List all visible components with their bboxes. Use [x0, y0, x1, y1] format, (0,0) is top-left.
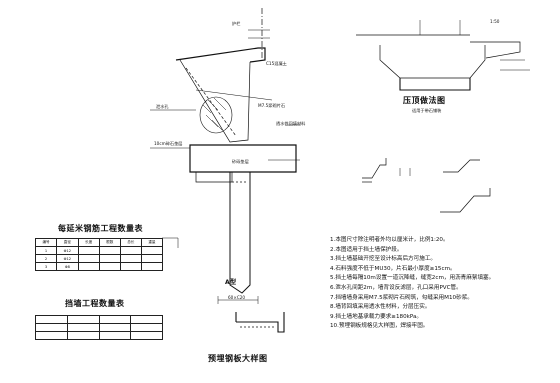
- table-cell: Φ8: [56, 262, 79, 271]
- m75-label: M7.5浆砌片石: [258, 103, 286, 108]
- sand-gravel-label: 砂砾垫层: [232, 159, 249, 164]
- table-cell: [98, 331, 132, 340]
- table-header: 编号: [34, 238, 58, 247]
- table-cell: 2: [34, 254, 58, 263]
- rebar-sketches: [362, 158, 491, 213]
- table-cell: [77, 254, 100, 263]
- note-line: 4.石料强度不低于MU30，片石最小厚度≥15cm。: [330, 265, 456, 272]
- table-cell: 1: [34, 246, 58, 255]
- table-cell: Φ12: [56, 246, 79, 255]
- plate-detail-title: 预埋钢板大样图: [208, 354, 268, 363]
- note-line: 2.本图适用于挡土墙保护段。: [330, 246, 403, 253]
- table-cell: [130, 331, 163, 340]
- table-cell: [66, 331, 100, 340]
- table-cell: 3: [34, 262, 58, 271]
- table-cell: [140, 246, 164, 255]
- table-cell: [77, 262, 100, 271]
- scale-label: 1:50: [490, 19, 500, 24]
- c15-label: C15混凝土: [266, 61, 287, 66]
- table-cell: [98, 323, 132, 332]
- section-dimension: 60×C20: [228, 295, 246, 300]
- table-header: [130, 315, 163, 324]
- table-header: [98, 315, 132, 324]
- notes-block: 1.本图尺寸除注明者外均以厘米计，比例1:20。 2.本图适用于挡土墙保护段。 …: [330, 236, 550, 332]
- table-row: 1 Φ12: [34, 246, 164, 255]
- note-line: 9.挡土墙地基承载力要求≥180kPa。: [330, 313, 423, 320]
- note-line: 3.挡土墙基础开挖至设计标高后方可施工。: [330, 256, 437, 263]
- table-cell: [140, 254, 164, 263]
- note-line: 10.预埋钢板规格见大样图，焊接牢固。: [330, 323, 429, 330]
- coping-subtitle: 适用于带石铺装: [412, 108, 442, 113]
- rebar-table: 编号 直径 长度 根数 总长 重量 1 Φ12 2 Φ12 3 Φ8: [34, 238, 164, 271]
- coping-detail-title: 压顶做法图: [403, 96, 446, 105]
- table-cell: [119, 254, 142, 263]
- table-header: 重量: [140, 238, 164, 247]
- table-cell: [98, 262, 121, 271]
- note-line: 8.墙背回填采用透水性材料，分层压实。: [330, 304, 431, 311]
- embedded-plate: [235, 312, 285, 333]
- note-line: 5.挡土墙每隔10m设置一道沉降缝，缝宽2cm，用沥青麻絮填塞。: [330, 275, 495, 282]
- table-header: 直径: [56, 238, 79, 247]
- table-cell: Φ12: [56, 254, 79, 263]
- wall-table-title: 挡墙工程数量表: [65, 299, 125, 308]
- note-line: 1.本图尺寸除注明者外均以厘米计，比例1:20。: [330, 237, 449, 243]
- table-header: [35, 315, 68, 324]
- table-header: 总长: [119, 238, 142, 247]
- table-cell: [98, 254, 121, 263]
- table-header: 长度: [77, 238, 100, 247]
- table-cell: [140, 262, 164, 271]
- guardrail-label: 护栏: [232, 21, 241, 26]
- wall-table: [35, 315, 163, 340]
- table-header: [66, 315, 100, 324]
- rebar-table-title: 每延米钢筋工程数量表: [58, 224, 143, 233]
- table-cell: [119, 262, 142, 271]
- table-row: [35, 323, 163, 332]
- table-row: 3 Φ8: [34, 262, 164, 271]
- table-cell: [77, 246, 100, 255]
- table-cell: [130, 323, 163, 332]
- coping-detail: [356, 20, 530, 91]
- table-cell: [35, 331, 68, 340]
- cushion-label: 10cm碎石垫层: [154, 141, 183, 146]
- wall-section: [150, 8, 300, 304]
- section-a-title: A型: [225, 279, 237, 286]
- table-cell: [98, 246, 121, 255]
- note-line: 6.泄水孔间距2m，墙背设反滤层，孔口采用PVC管。: [330, 284, 462, 291]
- table-row: [35, 331, 163, 340]
- note-line: 7.挡墙墙身采用M7.5浆砌片石砌筑，勾缝采用M10砂浆。: [330, 294, 473, 301]
- table-header: 根数: [98, 238, 121, 247]
- table-header-row: [35, 315, 163, 324]
- table-cell: [66, 323, 100, 332]
- table-header-row: 编号 直径 长度 根数 总长 重量: [34, 238, 164, 247]
- backfill-label: 透水性回填材料: [276, 121, 306, 126]
- drain-hole-label: 泄水孔: [156, 104, 169, 109]
- table-cell: [119, 246, 142, 255]
- table-row: 2 Φ12: [34, 254, 164, 263]
- table-cell: [35, 323, 68, 332]
